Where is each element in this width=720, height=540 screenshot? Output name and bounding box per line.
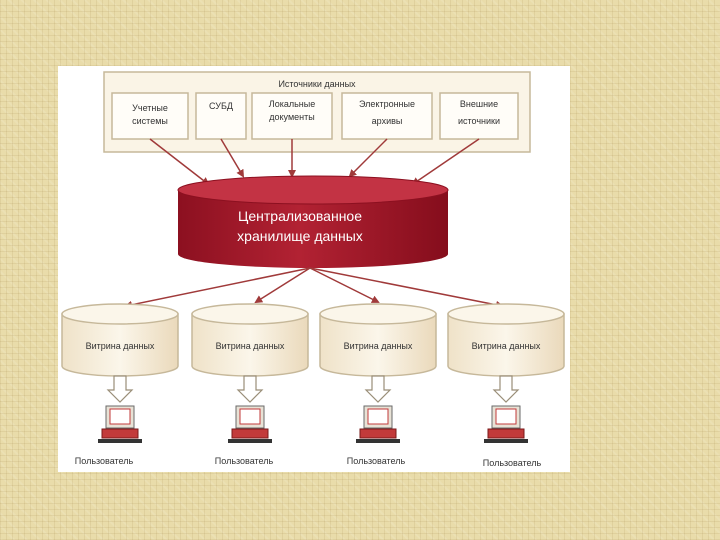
arrow (411, 138, 480, 186)
user-label: Пользователь (215, 456, 274, 466)
down-arrow-icon (236, 375, 264, 403)
down-arrow-icon (492, 375, 520, 403)
arrow (124, 267, 311, 309)
user-label: Пользователь (347, 456, 406, 466)
central-label: Централизованное (238, 208, 362, 224)
source-item-external: Внешние источники (439, 92, 519, 140)
source-label: источники (458, 116, 500, 126)
data-mart-4: Витрина данных (447, 303, 565, 377)
diagram: Источники данных Учетные системы СУБД Ло… (58, 66, 570, 472)
mart-label: Витрина данных (86, 341, 155, 351)
mart-label: Витрина данных (472, 341, 541, 351)
sources-group: Источники данных Учетные системы СУБД Ло… (103, 71, 531, 153)
source-label: Внешние (460, 99, 498, 109)
source-arrows (149, 138, 480, 186)
down-arrows (106, 375, 520, 403)
data-mart-3: Витрина данных (319, 303, 437, 377)
arrow (254, 267, 311, 304)
central-cylinder-top (177, 175, 449, 205)
user-label: Пользователь (483, 458, 542, 468)
arrow (149, 138, 210, 186)
source-item-e-archives: Электронные архивы (341, 92, 433, 140)
computer-icon (98, 405, 142, 443)
source-label: СУБД (209, 101, 233, 111)
mart-label: Витрина данных (216, 341, 285, 351)
central-cylinder-body (178, 190, 448, 268)
data-mart-1: Витрина данных (61, 303, 179, 377)
data-mart-2: Витрина данных (191, 303, 309, 377)
source-label: системы (132, 116, 168, 126)
user-label: Пользователь (75, 456, 134, 466)
arrow (309, 267, 380, 303)
computer-icon (484, 405, 528, 443)
mart-label: Витрина данных (344, 341, 413, 351)
arrow (348, 138, 388, 178)
computer-icon (356, 405, 400, 443)
source-item-accounting: Учетные системы (111, 92, 189, 140)
sources-title: Источники данных (278, 79, 356, 89)
computer-icon (228, 405, 272, 443)
source-label: документы (269, 112, 314, 122)
source-item-dbms: СУБД (195, 92, 247, 140)
source-label: Учетные (132, 103, 168, 113)
source-item-local-docs: Локальные документы (251, 92, 333, 140)
arrow (309, 267, 504, 309)
mart-arrows (124, 267, 504, 309)
down-arrow-icon (106, 375, 134, 403)
source-label: архивы (372, 116, 403, 126)
central-storage: Централизованное хранилище данных (177, 175, 449, 268)
down-arrow-icon (364, 375, 392, 403)
source-label: Электронные (359, 99, 415, 109)
arrow (220, 138, 245, 178)
central-label: хранилище данных (237, 228, 363, 244)
source-label: Локальные (269, 99, 315, 109)
